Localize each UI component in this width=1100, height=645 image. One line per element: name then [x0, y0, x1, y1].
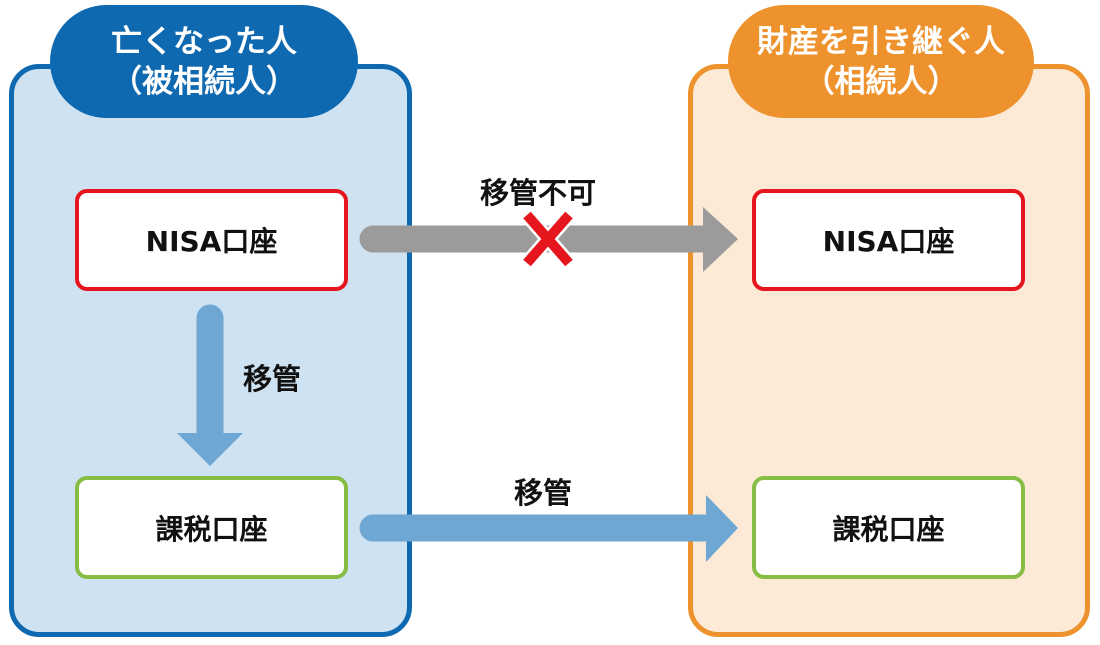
deceased-title: 亡くなった人	[111, 23, 297, 60]
heir-taxable-label: 課税口座	[832, 512, 945, 546]
heir-header: 財産を引き継ぐ人 （相続人）	[728, 5, 1034, 118]
deceased-nisa-account: NISA口座	[75, 189, 348, 291]
deceased-header: 亡くなった人 （被相続人）	[50, 5, 358, 118]
deceased-taxable-label: 課税口座	[155, 512, 268, 546]
taxable-to-taxable-arrow	[359, 495, 738, 562]
deceased-nisa-label: NISA口座	[145, 225, 278, 258]
nisa-to-taxable-label: 移管	[243, 362, 302, 396]
heir-title: 財産を引き継ぐ人	[757, 23, 1005, 60]
heir-nisa-account: NISA口座	[752, 189, 1025, 291]
blocked-transfer-label: 移管不可	[480, 176, 597, 210]
heir-nisa-label: NISA口座	[822, 225, 955, 258]
heir-taxable-account: 課税口座	[752, 476, 1025, 579]
deceased-subtitle: （被相続人）	[111, 63, 297, 100]
nisa-to-taxable-arrow	[177, 304, 243, 466]
taxable-transfer-label: 移管	[514, 476, 573, 510]
cross-icon	[521, 210, 575, 268]
deceased-taxable-account: 課税口座	[75, 476, 348, 579]
heir-subtitle: （相続人）	[803, 63, 959, 100]
